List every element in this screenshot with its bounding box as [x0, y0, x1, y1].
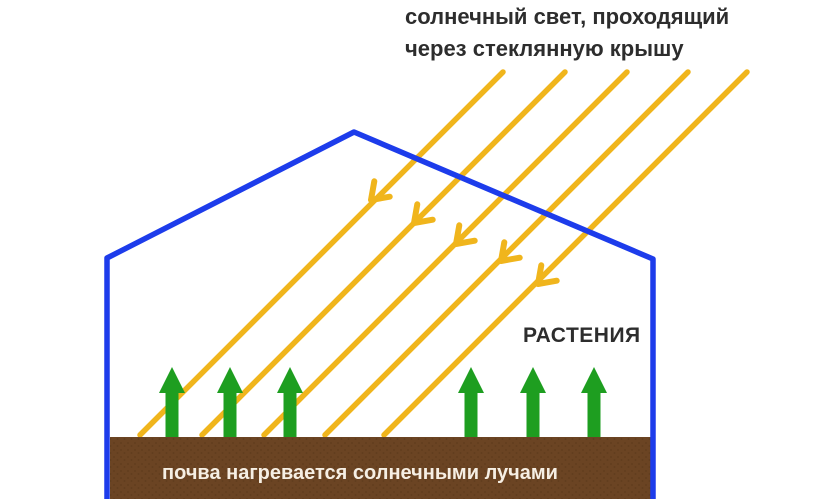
title-line-2: через стеклянную крышу — [405, 36, 684, 61]
plant-arrow — [458, 367, 484, 437]
soil-layer — [110, 437, 651, 499]
greenhouse-outline — [104, 129, 656, 499]
sun-ray-arrowhead — [498, 239, 523, 264]
sun-rays-layer — [137, 69, 750, 438]
plants-label: РАСТЕНИЯ — [523, 324, 641, 347]
greenhouse-outline-layer — [104, 129, 656, 499]
plant-arrow — [159, 367, 185, 437]
sun-ray-arrowhead — [368, 178, 393, 203]
sun-ray-arrowhead — [535, 262, 560, 287]
title-line-1: солнечный свет, проходящий — [405, 4, 729, 29]
plant-arrows-layer — [159, 367, 607, 437]
sun-ray — [261, 69, 630, 438]
sun-ray-arrowhead — [453, 222, 478, 247]
soil-label: почва нагревается солнечными лучами — [162, 462, 558, 484]
sun-ray — [322, 69, 691, 438]
plant-arrow — [520, 367, 546, 437]
sun-ray — [137, 69, 506, 438]
plant-arrow — [581, 367, 607, 437]
sun-ray — [381, 69, 750, 438]
sun-ray — [199, 69, 568, 438]
plant-arrow — [277, 367, 303, 437]
soil-rect — [110, 437, 651, 499]
plant-arrow — [217, 367, 243, 437]
sun-ray-arrowhead — [411, 201, 436, 226]
